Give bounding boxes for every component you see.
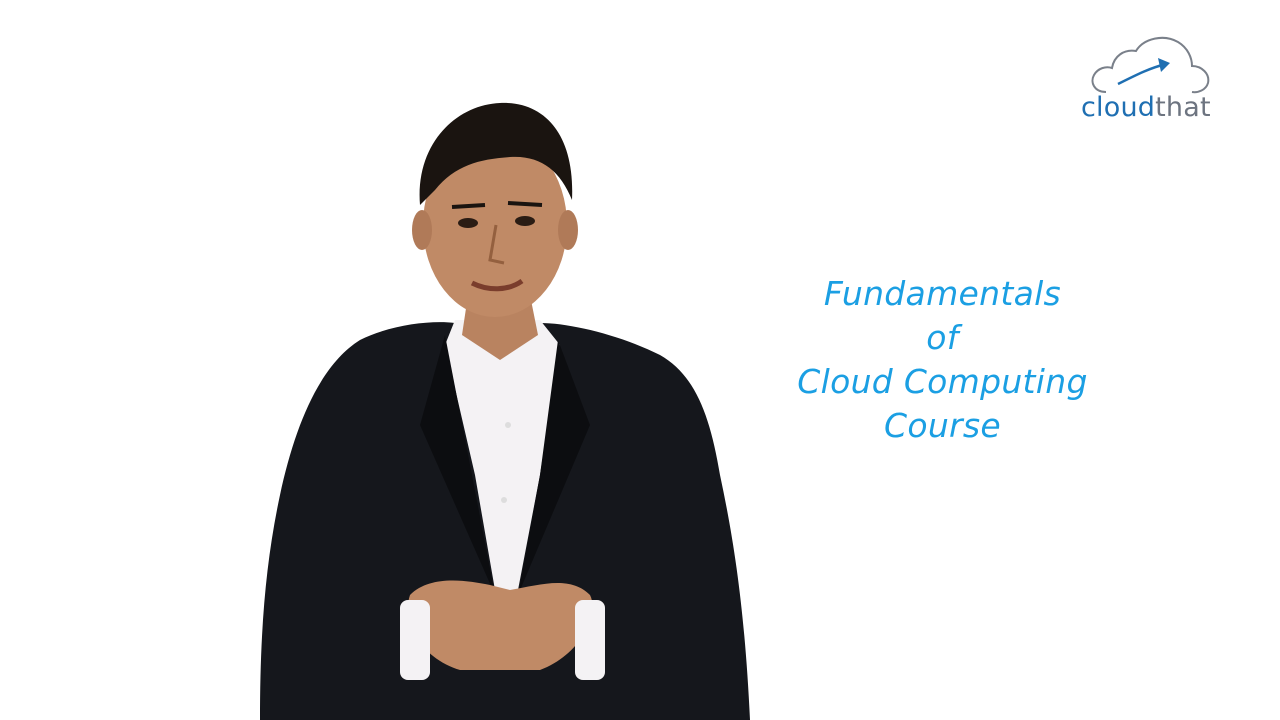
logo-text-that: that bbox=[1155, 92, 1211, 123]
left-cuff bbox=[400, 600, 430, 680]
cloud-arrow-icon bbox=[1091, 36, 1210, 94]
left-eyebrow bbox=[451, 203, 486, 209]
right-eye bbox=[515, 216, 535, 226]
cloudthat-logo: cloudthat bbox=[1076, 30, 1226, 130]
title-line-1: Fundamentals bbox=[823, 274, 1062, 313]
presenter-image bbox=[240, 95, 770, 720]
logo-text-cloud: cloud bbox=[1081, 92, 1156, 123]
mouth bbox=[470, 278, 524, 292]
right-ear bbox=[558, 210, 578, 250]
right-eyebrow bbox=[507, 201, 543, 207]
left-ear bbox=[412, 210, 432, 250]
nose bbox=[488, 224, 505, 265]
logo-wordmark: cloudthat bbox=[1081, 94, 1211, 121]
presenter-figure bbox=[260, 102, 750, 720]
right-cuff bbox=[575, 600, 605, 680]
hair bbox=[419, 102, 573, 205]
clasped-hands bbox=[407, 580, 593, 670]
shirt-button bbox=[501, 497, 507, 503]
title-line-2: of bbox=[926, 318, 959, 357]
shirt bbox=[445, 320, 560, 590]
left-eye bbox=[458, 218, 478, 228]
title-line-4: Course bbox=[883, 406, 1001, 445]
shirt-button bbox=[505, 422, 511, 428]
title-line-3: Cloud Computing bbox=[797, 362, 1088, 401]
right-lapel bbox=[518, 340, 590, 595]
left-lapel bbox=[420, 335, 495, 595]
course-title: Fundamentals of Cloud Computing Course bbox=[780, 272, 1105, 448]
